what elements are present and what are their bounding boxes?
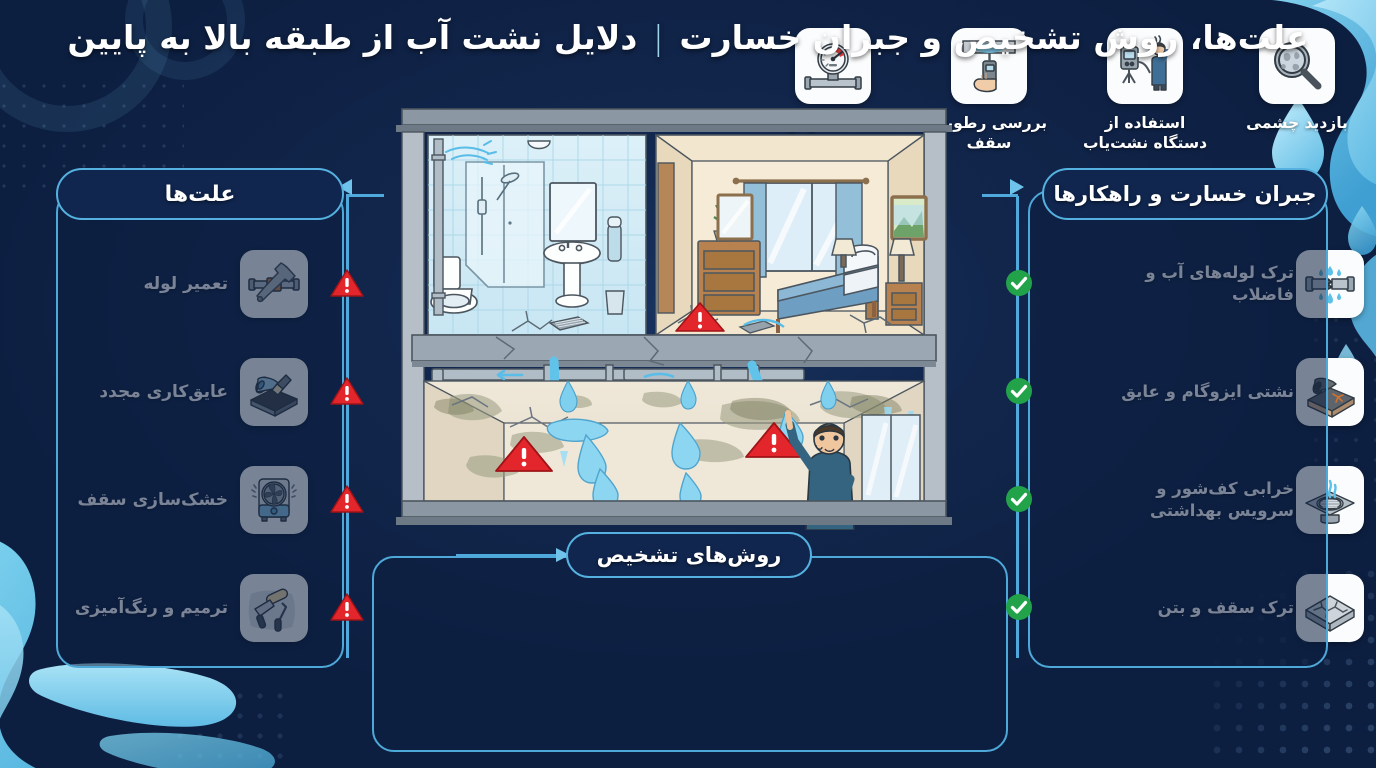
causes-heading-label: علت‌ها xyxy=(164,181,236,207)
water-splash-top-right xyxy=(1122,0,1376,268)
moisture-meter-icon xyxy=(951,28,1027,104)
solutions-heading-label: جبران خسارت و راهکارها xyxy=(1053,182,1317,206)
title-separator: | xyxy=(652,18,664,57)
warning-triangle-icon-0 xyxy=(330,268,364,302)
method-item-1[interactable]: استفاده از دستگاه نشت‌یاب xyxy=(1080,28,1210,153)
causes-arrow-icon xyxy=(336,176,362,202)
methods-rail xyxy=(456,554,560,557)
magnifier-icon xyxy=(1259,28,1335,104)
warning-triangle-icon-2 xyxy=(330,484,364,518)
solutions-arrow-icon xyxy=(1000,176,1028,202)
methods-panel xyxy=(372,556,1008,752)
methods-heading: روش‌های تشخیص xyxy=(566,532,812,578)
title-part-two: علت‌ها، روش تشخیص و جبران خسارت xyxy=(679,18,1309,57)
causes-rail-top xyxy=(346,194,384,197)
solutions-panel xyxy=(1028,190,1328,668)
causes-rail xyxy=(346,196,349,658)
solutions-heading: جبران خسارت و راهکارها xyxy=(1042,168,1328,220)
check-circle-icon-2 xyxy=(1004,484,1034,518)
methods-heading-label: روش‌های تشخیص xyxy=(596,543,782,567)
page-title: علت‌ها، روش تشخیص و جبران خسارت | دلایل … xyxy=(0,18,1376,57)
causes-heading: علت‌ها xyxy=(56,168,344,220)
warning-triangle-icon-1 xyxy=(330,376,364,410)
check-circle-icon-1 xyxy=(1004,376,1034,410)
solutions-rail-top xyxy=(982,194,1018,197)
check-circle-icon-0 xyxy=(1004,268,1034,302)
solutions-rail xyxy=(1016,196,1019,658)
methods-arrow-icon xyxy=(548,545,574,569)
method-item-0[interactable]: بازدید چشمی xyxy=(1232,28,1362,133)
check-circle-icon-3 xyxy=(1004,592,1034,626)
method-item-label-1: استفاده از دستگاه نشت‌یاب xyxy=(1082,114,1208,153)
method-item-label-0: بازدید چشمی xyxy=(1246,114,1348,132)
warning-triangle-icon-3 xyxy=(330,592,364,626)
water-splash-bottom-left xyxy=(0,498,290,768)
method-item-label-2: بررسی رطوبت سقف xyxy=(930,114,1048,153)
title-part-one: دلایل نشت آب از طبقه بالا به پایین xyxy=(67,18,638,57)
building-cross-section-illustration xyxy=(392,105,956,530)
pressure-gauge-pipe-icon xyxy=(795,28,871,104)
causes-panel xyxy=(56,190,344,668)
leak-detector-device-icon xyxy=(1107,28,1183,104)
method-item-2[interactable]: بررسی رطوبت سقف xyxy=(924,28,1054,153)
